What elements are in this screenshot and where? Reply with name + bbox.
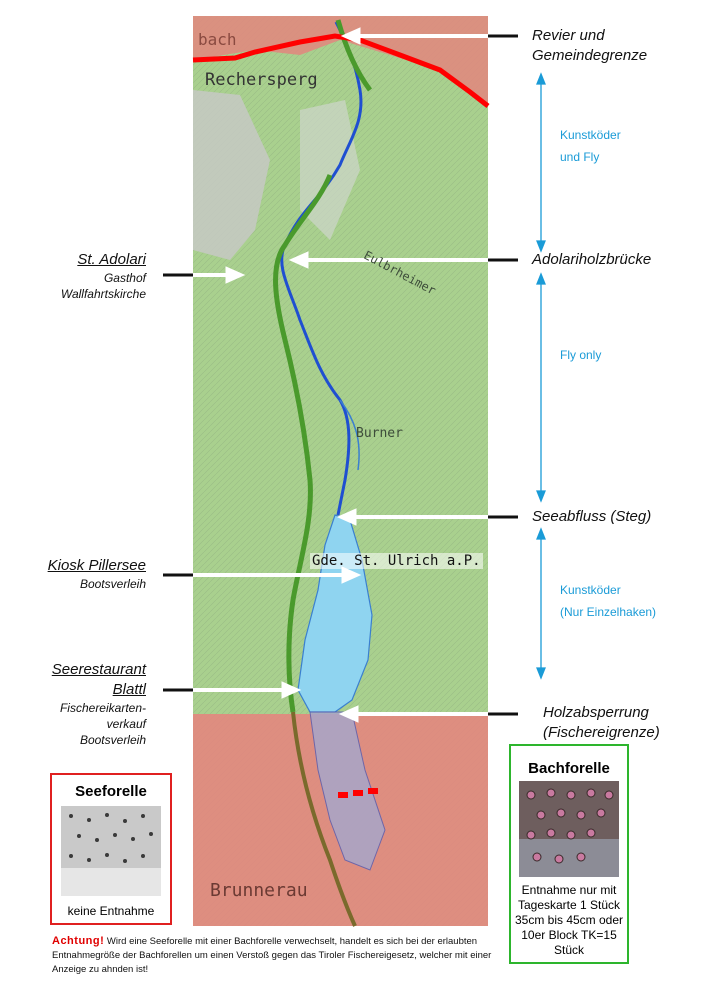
seeforelle-skin-image <box>61 806 161 896</box>
fishing-boundary-dashes <box>338 788 378 798</box>
zone-range-arrows <box>536 72 546 680</box>
warning-text: Wird eine Seeforelle mit einer Bachforel… <box>52 936 492 975</box>
walking-path <box>273 19 373 713</box>
bachforelle-title: Bachforelle <box>528 760 610 777</box>
river <box>280 21 363 516</box>
label-st-adolari: St. Adolari Gasthof Wallfahrtskirche <box>0 250 146 302</box>
label-holzabsperrung: Holzabsperrung(Fischereigrenze) <box>543 704 660 741</box>
seeforelle-box: Seeforelle keine Entnahme <box>50 773 172 925</box>
map-label-brunnerau: Brunnerau <box>210 880 308 901</box>
label-adolari-bridge: Adolariholzbrücke <box>532 251 652 268</box>
warning-label: Achtung! <box>52 935 105 947</box>
map-label-middle-right: Burner <box>356 426 403 441</box>
st-adolari-title: St. Adolari <box>77 251 146 268</box>
map-label-top-left: bach <box>198 30 237 49</box>
kiosk-title: Kiosk Pillersee <box>47 557 146 574</box>
rocky-area <box>193 90 270 260</box>
warning-notice: Achtung! Wird eine Seeforelle mit einer … <box>52 934 492 977</box>
upper-restricted-zone <box>193 16 488 105</box>
seeforelle-title: Seeforelle <box>75 783 147 800</box>
leader-ticks <box>163 34 518 716</box>
label-kiosk: Kiosk Pillersee Bootsverleih <box>0 556 146 592</box>
seeforelle-caption: keine Entnahme <box>67 904 155 918</box>
map-arrows <box>193 27 488 723</box>
bachforelle-caption: Entnahme nur mit Tageskarte 1 Stück 35cm… <box>514 883 624 957</box>
bachforelle-skin-image <box>519 781 619 877</box>
zone-label-2: Fly only <box>560 348 602 362</box>
zone-label-3: Kunstköder(Nur Einzelhaken) <box>560 583 657 619</box>
map-label-rechersperg: Rechersperg <box>205 70 318 90</box>
lake-municipality-label: Gde. St. Ulrich a.P. <box>310 553 483 569</box>
bachforelle-box: Bachforelle Entnahme nur mit Tageskarte … <box>509 744 629 964</box>
label-seeabfluss: Seeabfluss (Steg) <box>532 508 652 525</box>
label-seerestaurant: Seerestaurant Blattl Fischereikarten- ve… <box>51 661 146 747</box>
